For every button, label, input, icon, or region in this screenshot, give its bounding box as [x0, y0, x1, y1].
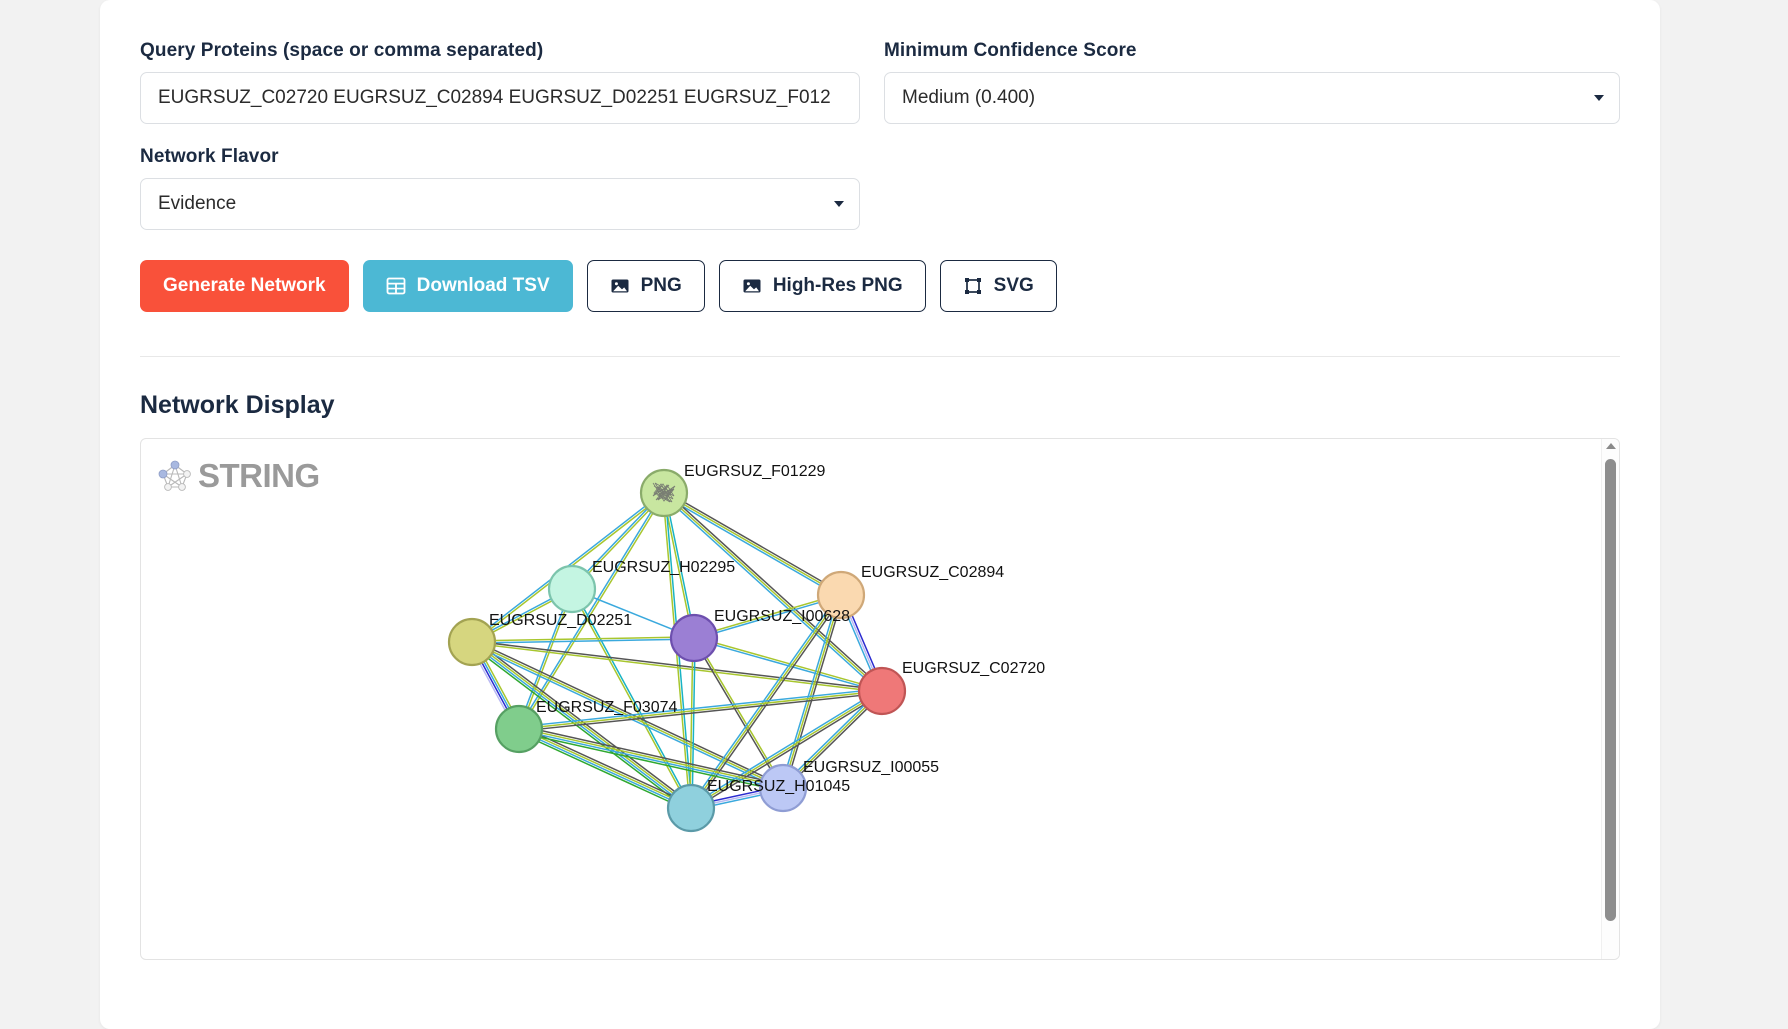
- network-edge: [518, 729, 783, 790]
- confidence-field: Minimum Confidence Score Medium (0.400): [884, 40, 1620, 124]
- action-button-row: Generate Network Download TSV PNG: [140, 260, 1620, 312]
- network-edge: [519, 725, 784, 786]
- network-scrollbar[interactable]: [1601, 439, 1619, 959]
- network-edge: [784, 595, 844, 789]
- svg-button[interactable]: SVG: [939, 260, 1057, 312]
- confidence-selected-value: Medium (0.400): [902, 87, 1036, 108]
- generate-network-button[interactable]: Generate Network: [140, 260, 349, 312]
- png-button[interactable]: PNG: [586, 260, 705, 312]
- network-node-label: EUGRSUZ_H01045: [707, 778, 850, 795]
- scrollbar-thumb[interactable]: [1605, 459, 1616, 921]
- vector-frame-icon: [964, 278, 981, 294]
- network-edge: [519, 589, 574, 730]
- network-node-label: EUGRSUZ_F03074: [536, 699, 677, 716]
- network-edge: [472, 640, 883, 691]
- network-edge: [691, 692, 884, 811]
- network-node-layer: [447, 468, 907, 833]
- network-edge: [472, 639, 785, 787]
- section-divider: [140, 356, 1620, 357]
- network-edge: [517, 588, 572, 729]
- network-node[interactable]: [547, 564, 597, 614]
- network-edge: [572, 588, 693, 808]
- network-edge: [664, 492, 696, 638]
- network-edge: [519, 727, 784, 788]
- network-edge: [518, 731, 783, 792]
- network-node-label: EUGRSUZ_I00055: [803, 759, 939, 776]
- image-icon: [743, 279, 761, 293]
- table-icon: [386, 277, 406, 295]
- scroll-up-arrow-icon[interactable]: [1605, 443, 1616, 449]
- network-display-title: Network Display: [140, 391, 335, 419]
- network-edge: [689, 688, 882, 807]
- protein-structure-thumbnail: [652, 482, 676, 503]
- confidence-select[interactable]: Medium (0.400): [884, 72, 1620, 124]
- high-res-png-label: High-Res PNG: [772, 275, 903, 296]
- confidence-label: Minimum Confidence Score: [884, 40, 1137, 61]
- network-edge: [780, 594, 840, 788]
- network-edge: [664, 490, 843, 594]
- network-node-label: EUGRSUZ_F01229: [684, 463, 825, 480]
- network-edge: [662, 494, 841, 598]
- network-edge: [663, 492, 842, 596]
- svg-label: SVG: [993, 275, 1034, 296]
- network-edge: [693, 593, 841, 638]
- network-edge: [519, 727, 692, 808]
- network-edge: [570, 589, 691, 809]
- network-edge: [663, 492, 883, 692]
- network-edge: [694, 636, 883, 691]
- download-tsv-label: Download TSV: [416, 275, 550, 296]
- network-edge: [694, 595, 842, 640]
- string-network-icon: [158, 460, 191, 491]
- network-node[interactable]: [816, 570, 866, 620]
- network-node[interactable]: [758, 763, 808, 813]
- network-edge: [664, 490, 884, 690]
- network-node[interactable]: [857, 666, 907, 716]
- download-tsv-button[interactable]: Download TSV: [362, 260, 573, 312]
- png-label: PNG: [640, 275, 682, 296]
- network-flavor-select[interactable]: Evidence: [140, 178, 860, 230]
- network-node[interactable]: [669, 613, 719, 663]
- query-proteins-label: Query Proteins (space or comma separated…: [140, 40, 544, 61]
- network-edge: [689, 637, 694, 808]
- network-node[interactable]: [666, 783, 716, 833]
- network-edge: [519, 692, 883, 732]
- form-top-row: Query Proteins (space or comma separated…: [140, 40, 1620, 124]
- network-node-label: EUGRSUZ_C02720: [902, 660, 1045, 677]
- network-flavor-selected-value: Evidence: [158, 193, 237, 214]
- network-edge: [782, 594, 842, 789]
- network-edge: [518, 729, 691, 810]
- main-card: Query Proteins (space or comma separated…: [100, 0, 1660, 1029]
- string-logo-text: STRING: [198, 457, 320, 494]
- network-node-label: EUGRSUZ_C02894: [861, 564, 1004, 581]
- network-node[interactable]: [494, 704, 544, 754]
- network-edge: [472, 638, 695, 644]
- network-edge: [469, 644, 690, 812]
- network-edge: [470, 642, 691, 810]
- generate-network-label: Generate Network: [163, 275, 326, 296]
- network-edge: [518, 690, 883, 730]
- network-edge: [517, 492, 664, 729]
- network-edge: [519, 493, 666, 730]
- network-node-label: EUGRSUZ_H02295: [592, 559, 735, 576]
- network-edge: [517, 731, 690, 812]
- string-logo: STRING: [157, 457, 320, 495]
- network-edge: [662, 494, 882, 694]
- network-edge: [691, 638, 696, 809]
- query-proteins-input[interactable]: [140, 72, 860, 124]
- network-flavor-field: Network Flavor Evidence: [140, 146, 860, 230]
- image-icon: [611, 279, 629, 293]
- network-edge: [690, 690, 883, 809]
- network-edge: [471, 636, 694, 642]
- query-proteins-field: Query Proteins (space or comma separated…: [140, 40, 860, 124]
- network-node-label: EUGRSUZ_D02251: [489, 612, 632, 629]
- high-res-png-button[interactable]: High-Res PNG: [718, 260, 926, 312]
- network-edge: [693, 638, 882, 693]
- network-edge: [518, 688, 882, 728]
- network-flavor-label: Network Flavor: [140, 146, 279, 167]
- network-node-label: EUGRSUZ_I00628: [714, 608, 850, 625]
- network-node[interactable]: [447, 617, 497, 667]
